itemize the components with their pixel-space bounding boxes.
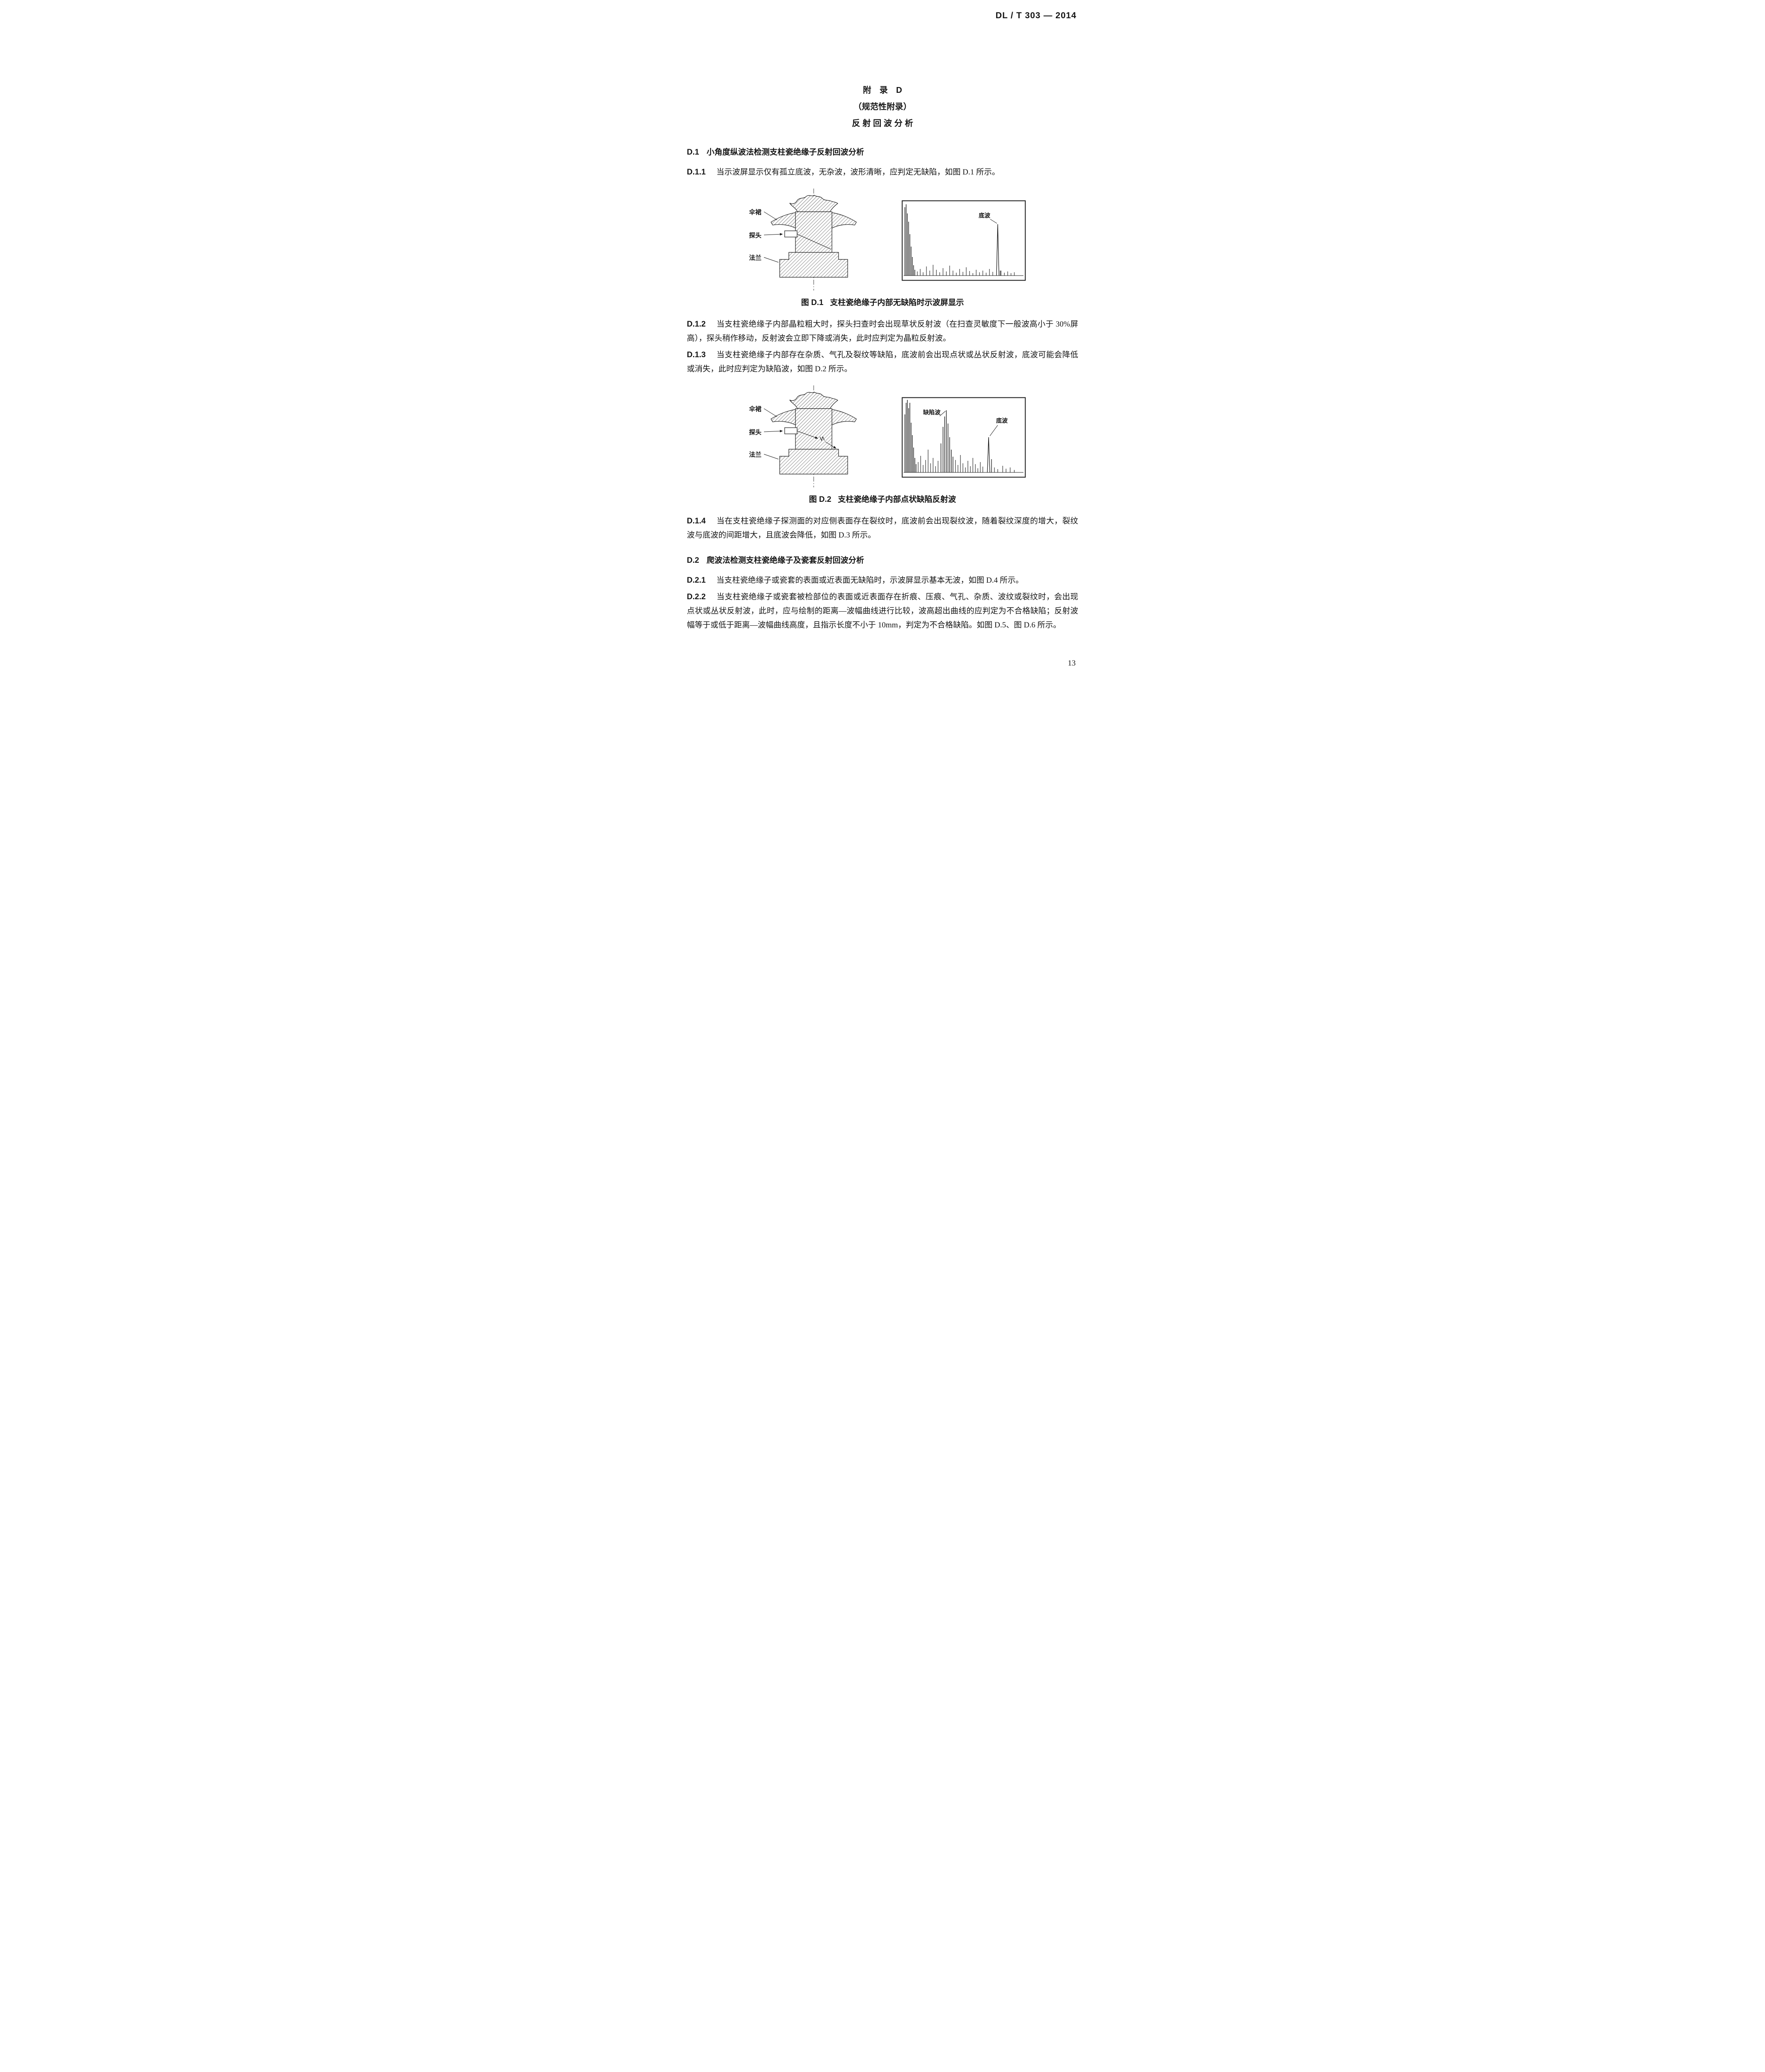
section-d1-heading: D.1 小角度纵波法检测支柱瓷绝缘子反射回波分析 — [687, 146, 1078, 157]
shed-leader-line — [764, 211, 778, 220]
insulator-body — [795, 408, 832, 450]
fig1-scope-wrap: 底波 — [902, 200, 1026, 283]
flange-leader-line — [764, 454, 779, 460]
initial-pulse-waveform — [904, 400, 916, 472]
defect-wave-label: 缺陷波 — [923, 409, 941, 416]
figure-d2-caption-label: 图 D.2 — [809, 495, 832, 504]
clause-d22-number: D.2.2 — [687, 593, 706, 601]
document-page: DL / T 303 — 2014 附 录 D （规范性附录） 反 射 回 波 … — [662, 0, 1103, 685]
figure-d1-caption: 图 D.1 支柱瓷绝缘子内部无缺陷时示波屏显示 — [687, 296, 1078, 307]
shed-left — [771, 212, 796, 229]
section-d1-title: 小角度纵波法检测支柱瓷绝缘子反射回波分析 — [706, 148, 864, 157]
figure-d2-caption-text: 支柱瓷绝缘子内部点状缺陷反射波 — [838, 495, 956, 504]
clause-d13-number: D.1.3 — [687, 351, 706, 359]
grass-echoes-right — [955, 455, 983, 472]
appendix-title: 附 录 D — [863, 86, 902, 95]
grass-echoes-tail — [994, 466, 1015, 472]
section-d1-number: D.1 — [687, 148, 699, 157]
fig1-oscilloscope-screen: 底波 — [902, 200, 1026, 281]
internal-defect-mark — [819, 436, 825, 441]
initial-pulse-waveform — [904, 204, 915, 276]
shed-right — [831, 212, 857, 229]
grass-echoes-left — [918, 450, 938, 472]
fig2-scope-wrap: 缺陷波 底波 — [902, 397, 1026, 480]
clause-d21-text: 当支柱瓷绝缘子或瓷套的表面或近表面无缺陷时，示波屏显示基本无波，如图 D.4 所… — [716, 576, 1023, 585]
fig2-insulator-diagram: 伞裙 探头 法兰 — [749, 385, 857, 487]
clause-d14-text: 当在支柱瓷绝缘子探测面的对应侧表面存在裂纹时，底波前会出现裂纹波，随着裂纹深度的… — [687, 517, 1078, 540]
shed-leader-line — [764, 408, 778, 417]
bottom-wave-label: 底波 — [996, 417, 1008, 424]
bottom-wave-spike — [987, 437, 992, 473]
appendix-subtitle: （规范性附录） — [853, 102, 912, 111]
flange-block — [779, 252, 848, 278]
figure-d1-caption-label: 图 D.1 — [801, 298, 824, 307]
probe-label: 探头 — [749, 232, 761, 239]
probe — [784, 230, 798, 237]
grass-echoes — [917, 265, 1015, 276]
shed-label: 伞裙 — [749, 208, 761, 216]
section-d2-number: D.2 — [687, 556, 699, 565]
page-number: 13 — [1068, 659, 1076, 668]
flange-label: 法兰 — [749, 254, 761, 261]
flange-block — [779, 449, 848, 474]
clause-d13-text: 当支柱瓷绝缘子内部存在杂质、气孔及裂纹等缺陷，底波前会出现点状或丛状反射波，底波… — [687, 351, 1078, 373]
clause-d21-number: D.2.1 — [687, 576, 706, 585]
bottom-wave-label: 底波 — [979, 212, 991, 219]
flange-label: 法兰 — [749, 451, 761, 458]
flange-leader-line — [764, 257, 779, 263]
section-d2-heading: D.2 爬波法检测支柱瓷绝缘子及瓷套反射回波分析 — [687, 554, 1078, 565]
figure-d2-caption: 图 D.2 支柱瓷绝缘子内部点状缺陷反射波 — [687, 493, 1078, 504]
figure-d1-caption-text: 支柱瓷绝缘子内部无缺陷时示波屏显示 — [830, 298, 964, 307]
standard-number: DL / T 303 — 2014 — [995, 11, 1076, 20]
section-d2-title: 爬波法检测支柱瓷绝缘子及瓷套反射回波分析 — [706, 556, 864, 565]
appendix-name: 反 射 回 波 分 析 — [852, 119, 913, 128]
fig2-oscilloscope-screen: 缺陷波 底波 — [902, 397, 1026, 478]
probe-label: 探头 — [749, 428, 761, 436]
appendix-title-block: 附 录 D （规范性附录） 反 射 回 波 分 析 — [687, 82, 1078, 132]
clause-d11-number: D.1.1 — [687, 168, 706, 177]
insulator-crown — [789, 195, 838, 212]
beam-line — [797, 234, 831, 249]
bottom-wave-leader-line — [990, 219, 997, 224]
clause-d11-text: 当示波屏显示仅有孤立底波，无杂波，波形清晰，应判定无缺陷，如图 D.1 所示。 — [716, 168, 1000, 177]
beam-line-to-defect — [797, 431, 818, 439]
probe-leader-line — [764, 430, 783, 433]
probe-leader-line — [764, 233, 783, 236]
fig1-insulator-diagram: 伞裙 探头 法兰 — [749, 189, 857, 290]
bottom-wave-leader-line — [989, 425, 998, 436]
bottom-wave-spike — [996, 224, 1001, 276]
shed-left — [771, 409, 796, 426]
shed-label: 伞裙 — [749, 405, 761, 413]
figure-d2: 伞裙 探头 法兰 缺陷波 底波 — [687, 383, 1078, 490]
clause-d22-text: 当支柱瓷绝缘子或瓷套被检部位的表面或近表面存在折痕、压痕、气孔、杂质、波纹或裂纹… — [687, 593, 1078, 629]
insulator-crown — [789, 392, 838, 409]
clause-d21: D.2.1 当支柱瓷绝缘子或瓷套的表面或近表面无缺陷时，示波屏显示基本无波，如图 … — [687, 574, 1078, 588]
clause-d12-number: D.1.2 — [687, 320, 706, 329]
clause-d11: D.1.1 当示波屏显示仅有孤立底波，无杂波，波形清晰，应判定无缺陷，如图 D.1… — [687, 165, 1078, 179]
defect-wave-cluster — [941, 410, 953, 472]
defect-wave-leader-line — [939, 411, 946, 416]
probe — [784, 427, 798, 434]
clause-d14-number: D.1.4 — [687, 517, 706, 525]
clause-d12-text: 当支柱瓷绝缘子内部晶粒粗大时，探头扫查时会出现草状反射波（在扫查灵敏度下一般波高… — [687, 320, 1078, 343]
scope-frame — [902, 397, 1026, 478]
scope-frame — [902, 200, 1026, 281]
figure-d1: 伞裙 探头 法兰 底波 — [687, 186, 1078, 293]
shed-right — [831, 409, 857, 426]
beam-line-continued — [825, 441, 836, 449]
